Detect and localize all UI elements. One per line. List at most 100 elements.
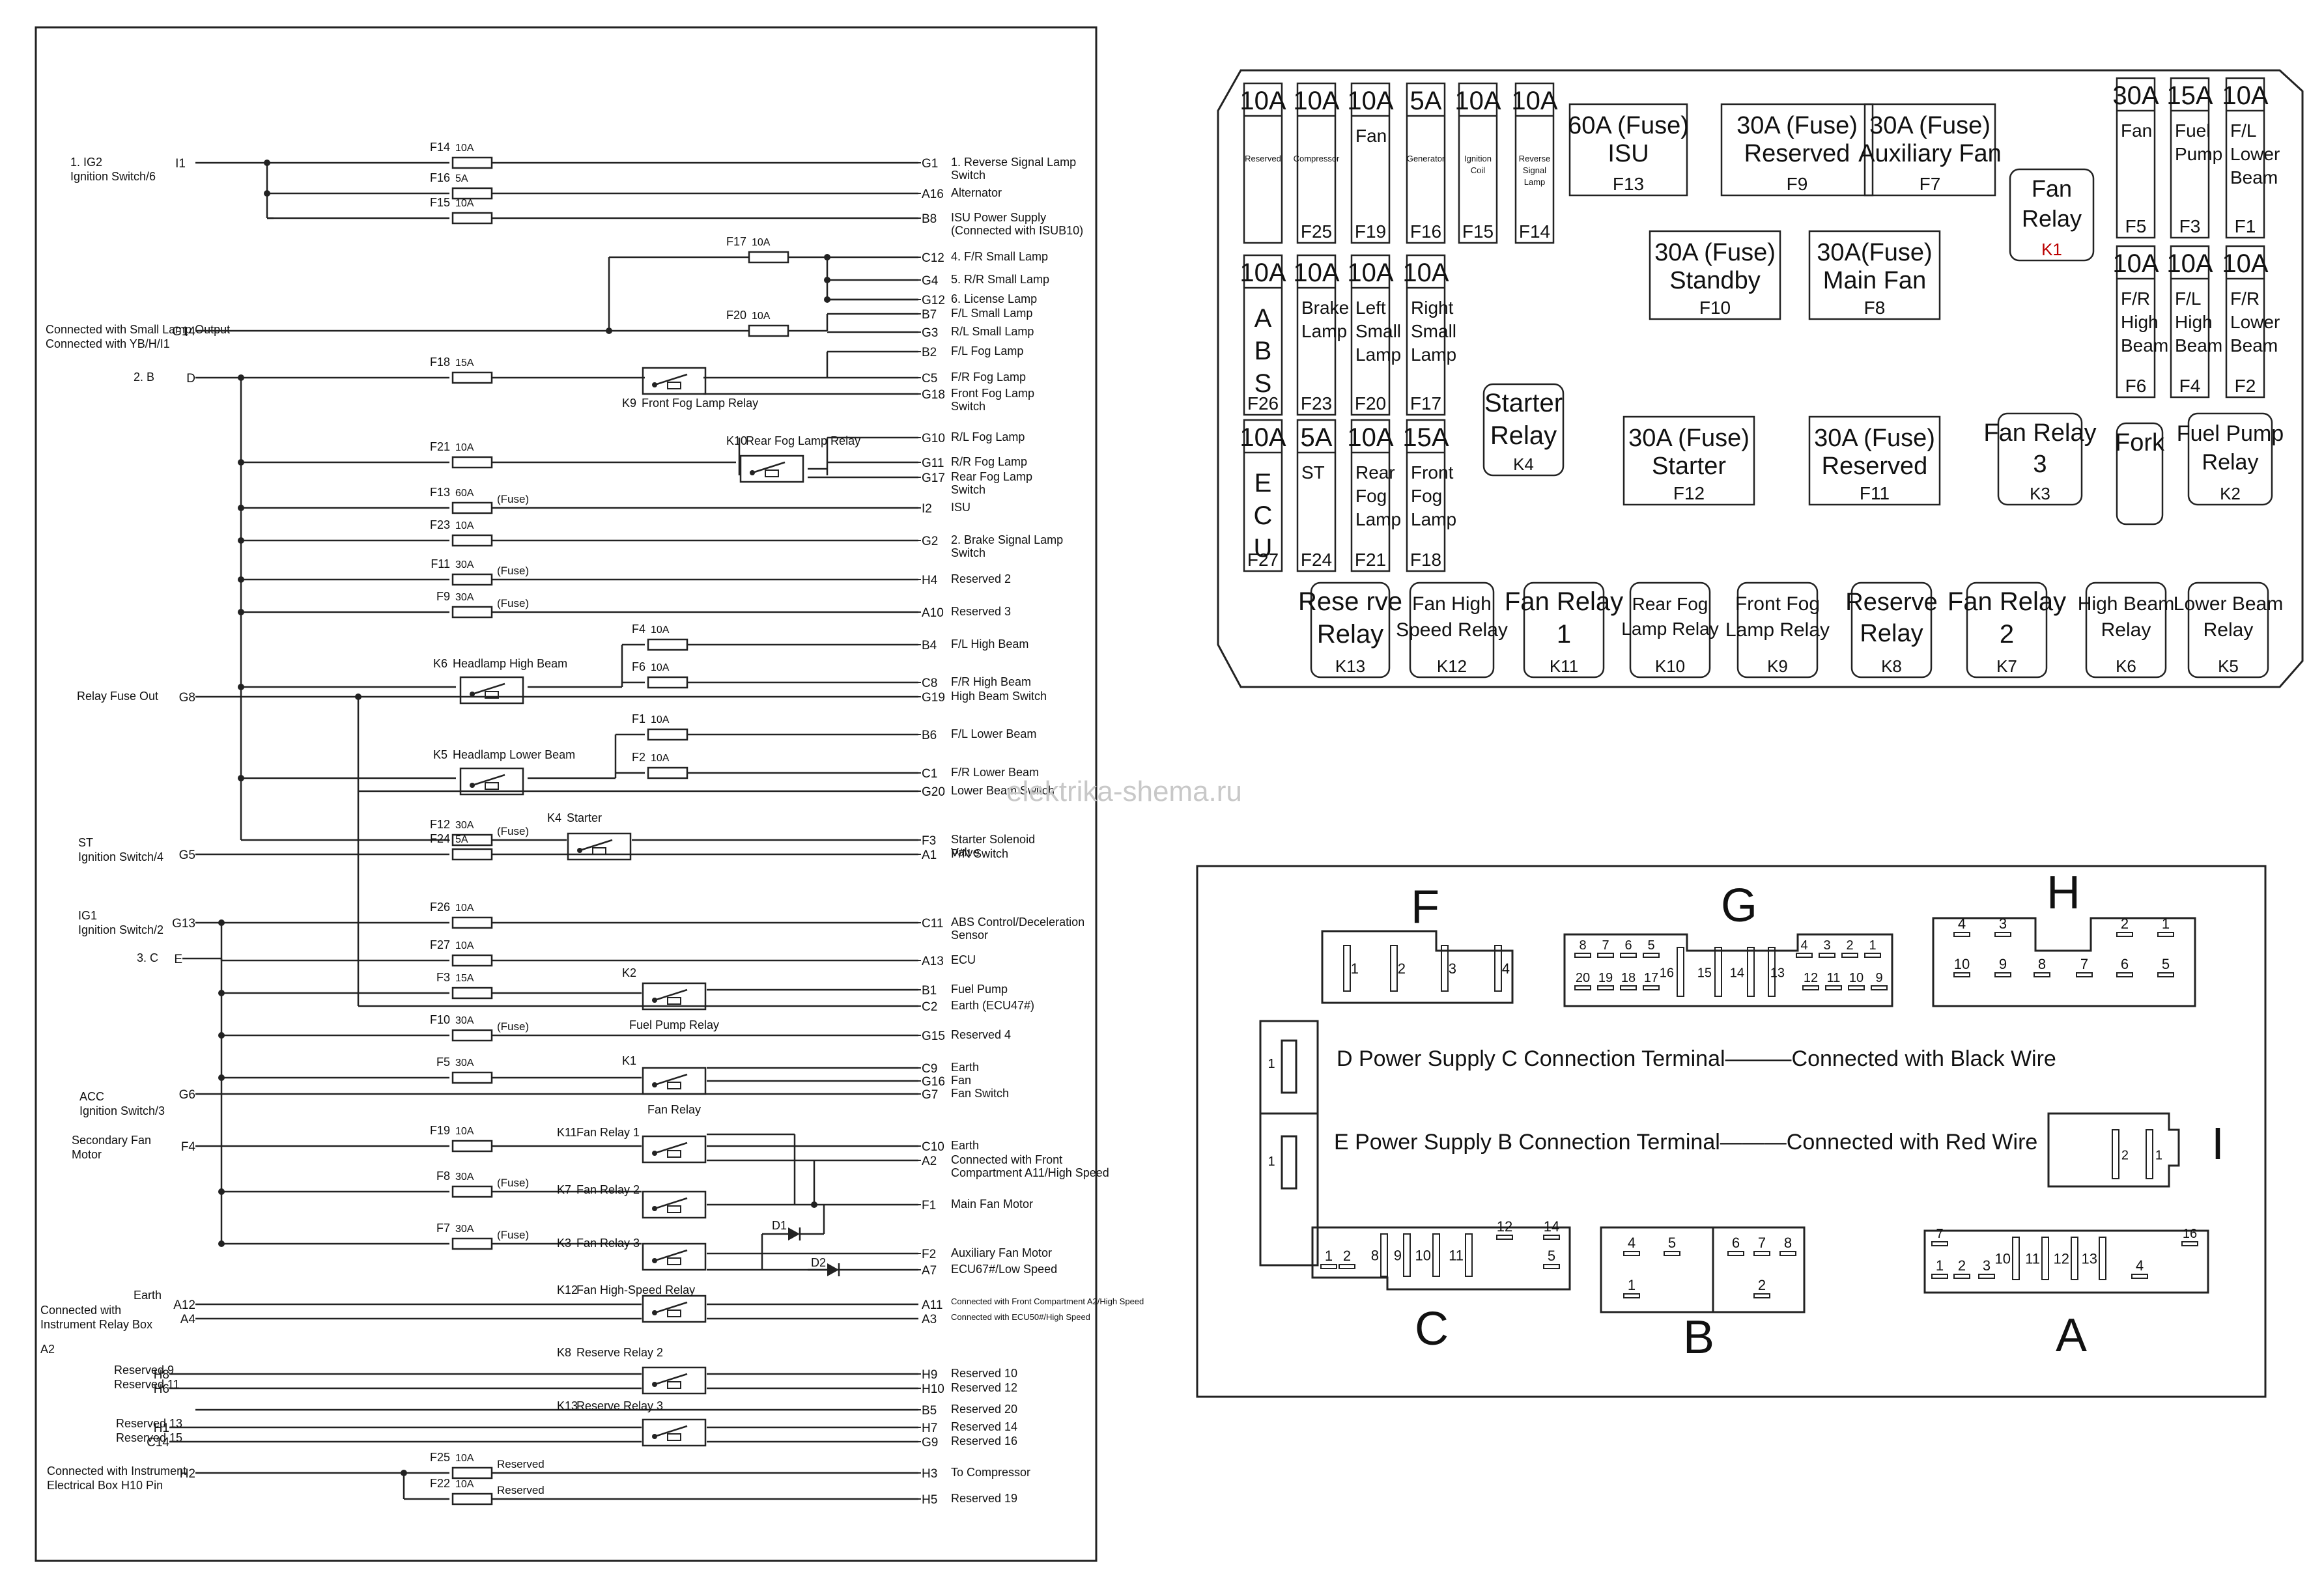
relay-coil bbox=[765, 469, 779, 477]
fuse-label: Beam bbox=[2230, 167, 2278, 188]
relay-coil bbox=[667, 1257, 681, 1265]
relay-slot bbox=[2187, 412, 2273, 506]
fuse-slot bbox=[1406, 254, 1446, 416]
relay-id: K5 bbox=[433, 748, 447, 761]
pin-number: 12 bbox=[1497, 1218, 1512, 1235]
fuse-rating: 30A bbox=[455, 1224, 474, 1235]
output-label: Reserved 16 bbox=[951, 1435, 1017, 1448]
output-label: R/R Fog Lamp bbox=[951, 455, 1027, 468]
fuse-id: F4 bbox=[632, 623, 645, 636]
fuse-label: High bbox=[2175, 312, 2213, 332]
fuse-slot bbox=[1720, 103, 1874, 197]
pin-slot bbox=[2131, 1274, 2148, 1279]
relay-name: Fan Relay 2 bbox=[576, 1183, 640, 1196]
fuse-label: A bbox=[1254, 304, 1272, 333]
pin-slot bbox=[1864, 953, 1881, 958]
input-terminal: I1 bbox=[175, 157, 186, 171]
pin-number: 12 bbox=[1804, 971, 1818, 985]
fuse-id: F5 bbox=[436, 1056, 450, 1069]
relay-id: K6 bbox=[2116, 656, 2136, 676]
pin-number: 6 bbox=[1732, 1235, 1740, 1251]
relay-name: Reserve Relay 2 bbox=[576, 1346, 663, 1359]
pin-number: 8 bbox=[1579, 938, 1586, 953]
relay-name: Fan Relay bbox=[647, 1103, 701, 1116]
junction-dot bbox=[238, 609, 244, 615]
pin-slot bbox=[2157, 932, 2174, 937]
fuse-slot bbox=[1296, 419, 1337, 572]
relay-slot bbox=[1629, 581, 1711, 679]
fuse-label: Reserved bbox=[1744, 140, 1850, 167]
output-label: Reserved 14 bbox=[951, 1420, 1017, 1433]
output-terminal: G9 bbox=[922, 1436, 938, 1450]
relay-pivot bbox=[652, 1434, 657, 1439]
output-label: F/L High Beam bbox=[951, 637, 1028, 651]
junction-dot bbox=[238, 505, 244, 511]
fuse-label: Ignition bbox=[1464, 154, 1492, 163]
input-label: Reserved 9 bbox=[114, 1364, 174, 1377]
output-label: Compartment A11/High Speed bbox=[951, 1166, 1109, 1179]
fuse-id: F9 bbox=[1787, 174, 1808, 194]
fuse-id: F27 bbox=[430, 938, 450, 951]
fuse-label: Lower bbox=[2230, 144, 2280, 164]
fuse-rating: 10A bbox=[1402, 259, 1449, 287]
relay-contact bbox=[752, 461, 786, 474]
fuse-id: F11 bbox=[1860, 483, 1890, 503]
connector-letter: F bbox=[1411, 881, 1439, 933]
relay-contact bbox=[654, 373, 688, 386]
relay-label: Speed Relay bbox=[1396, 619, 1508, 641]
relay-body bbox=[642, 1135, 707, 1164]
pin-slot bbox=[2112, 1129, 2119, 1179]
relay-label: Starter bbox=[1484, 389, 1563, 417]
pin-slot bbox=[1643, 953, 1660, 958]
fuse-note: (Fuse) bbox=[497, 825, 529, 837]
fuse-id: F13 bbox=[430, 486, 450, 499]
relay-body bbox=[642, 1190, 707, 1219]
pin-number: 9 bbox=[1875, 971, 1882, 985]
fuse-id: F25 bbox=[430, 1451, 450, 1464]
output-label: Fan Switch bbox=[951, 1087, 1009, 1100]
relay-contact bbox=[654, 1142, 688, 1155]
fuse-id: F12 bbox=[1673, 483, 1705, 503]
fuse-rating: 10A bbox=[1347, 87, 1393, 115]
connector-letter: A bbox=[2056, 1310, 2087, 1362]
fuse-rating: 10A bbox=[1240, 423, 1286, 452]
fuse-id: F2 bbox=[632, 751, 645, 764]
pin-number: 6 bbox=[2121, 956, 2129, 972]
relay-id: K10 bbox=[726, 434, 747, 447]
fuse-rating: 15A bbox=[2166, 81, 2213, 110]
fuse-note: Reserved bbox=[497, 1484, 545, 1496]
relay-slot bbox=[1850, 581, 1933, 679]
relay-contact bbox=[654, 988, 688, 1002]
connector-letter: C bbox=[1415, 1303, 1449, 1355]
relay-slot bbox=[1409, 581, 1495, 679]
input-label: IG1 bbox=[78, 909, 97, 922]
fuse-rating: 10A bbox=[2166, 249, 2213, 278]
pin-number: 11 bbox=[2025, 1251, 2040, 1267]
input-label: Secondary Fan bbox=[72, 1134, 151, 1147]
fuse-id: F12 bbox=[430, 818, 450, 831]
pin-number: 3 bbox=[1999, 916, 2007, 932]
input-label: ACC bbox=[79, 1090, 104, 1103]
output-label: Valve bbox=[951, 846, 980, 859]
fuse-label: Rear bbox=[1355, 462, 1395, 483]
fuse-label: Compressor bbox=[1294, 154, 1340, 163]
fuse-slot bbox=[1350, 254, 1391, 416]
relay-id: K5 bbox=[2218, 656, 2239, 676]
input-terminal: C14 bbox=[147, 1436, 169, 1450]
